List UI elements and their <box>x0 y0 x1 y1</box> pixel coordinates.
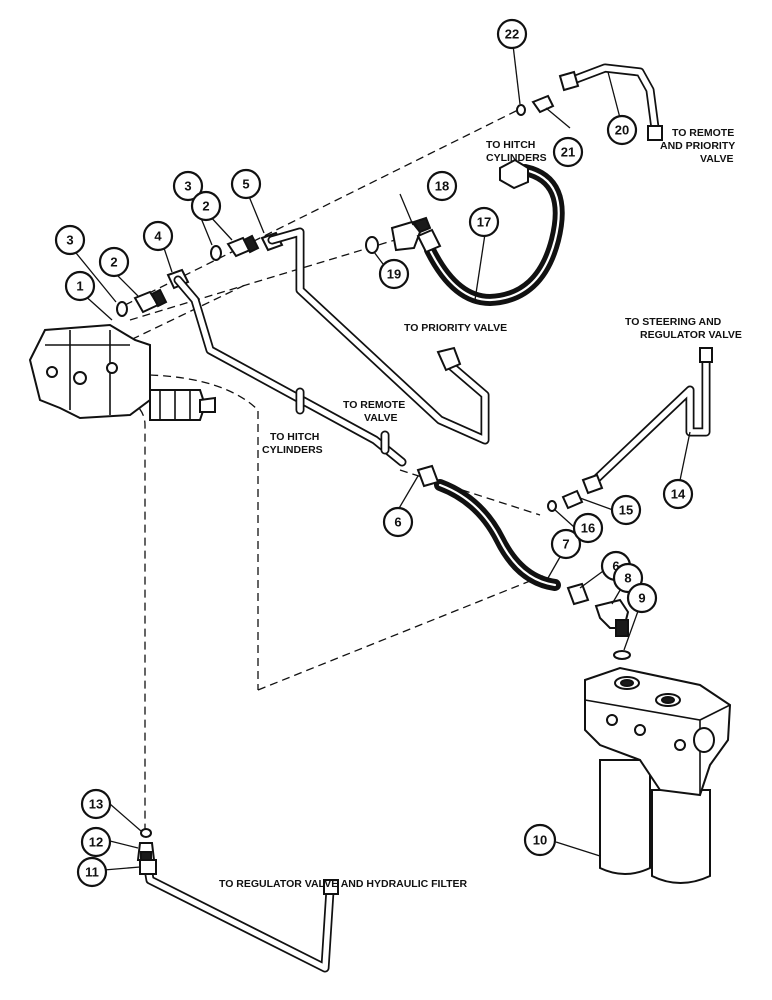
svg-text:13: 13 <box>89 797 103 812</box>
note-regulator-filter: TO REGULATOR VALVE AND HYDRAULIC FILTER <box>219 878 468 890</box>
svg-text:15: 15 <box>619 503 633 518</box>
callout-1: 1 <box>64 270 96 302</box>
callout-20: 20 <box>606 114 638 146</box>
svg-text:2: 2 <box>110 255 117 270</box>
callout-5: 5 <box>230 168 262 200</box>
svg-text:18: 18 <box>435 179 449 194</box>
svg-text:6: 6 <box>612 559 619 574</box>
callout-13: 13 <box>80 788 112 820</box>
callout-15: 15 <box>610 494 642 526</box>
svg-text:16: 16 <box>581 521 595 536</box>
callout-16: 16 <box>572 512 604 544</box>
svg-text:11: 11 <box>85 865 99 880</box>
svg-text:10: 10 <box>533 833 547 848</box>
note-hitch-cylinders-mid: TO HITCH <box>270 431 319 443</box>
svg-text:9: 9 <box>638 591 645 606</box>
svg-text:14: 14 <box>671 487 686 502</box>
control-valve-block <box>28 323 216 421</box>
callout-7: 7 <box>550 528 582 560</box>
svg-text:5: 5 <box>242 177 249 192</box>
svg-text:17: 17 <box>477 215 491 230</box>
callout-2-right: 2 <box>190 190 222 222</box>
hoses <box>416 158 631 660</box>
callout-21: 21 <box>552 136 584 168</box>
callout-11: 11 <box>76 856 108 888</box>
destination-notes: TO REMOTE AND PRIORITY VALVE TO HITCH CY… <box>219 127 742 890</box>
note-priority-valve: TO PRIORITY VALVE <box>404 322 507 334</box>
callout-3-left: 3 <box>54 224 86 256</box>
note-remote-priority: AND PRIORITY <box>660 140 735 152</box>
callout-17: 17 <box>468 206 500 238</box>
svg-text:7: 7 <box>562 537 569 552</box>
svg-text:20: 20 <box>615 123 629 138</box>
callouts: 1 2 3 4 3 2 5 6 7 6 8 9 10 11 12 13 14 1… <box>54 18 694 888</box>
tubes <box>139 63 713 973</box>
note-hitch-cylinders-mid: CYLINDERS <box>262 444 323 456</box>
hydraulic-filter-assembly <box>584 666 732 884</box>
note-hitch-cylinders-top: TO HITCH <box>486 139 535 151</box>
svg-text:6: 6 <box>394 515 401 530</box>
note-remote-valve: TO REMOTE <box>343 399 405 411</box>
svg-text:1: 1 <box>76 279 83 294</box>
callout-18: 18 <box>426 170 458 202</box>
note-remote-valve: VALVE <box>364 412 397 424</box>
note-steering-regulator: TO STEERING AND <box>625 316 722 328</box>
callout-22: 22 <box>496 18 528 50</box>
note-remote-priority: VALVE <box>700 153 733 165</box>
note-steering-regulator: REGULATOR VALVE <box>640 329 742 341</box>
svg-text:8: 8 <box>624 571 631 586</box>
svg-text:2: 2 <box>202 199 209 214</box>
callout-6-upper: 6 <box>382 506 414 538</box>
callout-9: 9 <box>626 582 658 614</box>
callout-3-right: 3 <box>172 170 204 202</box>
fittings <box>116 94 584 861</box>
callout-19: 19 <box>378 258 410 290</box>
note-hitch-cylinders-top: CYLINDERS <box>486 152 547 164</box>
note-remote-priority: TO REMOTE <box>672 127 734 139</box>
callout-12: 12 <box>80 826 112 858</box>
callout-4: 4 <box>142 220 174 252</box>
callout-14: 14 <box>662 478 694 510</box>
callout-2-left: 2 <box>98 246 130 278</box>
svg-text:12: 12 <box>89 835 103 850</box>
svg-text:4: 4 <box>154 229 162 244</box>
svg-text:21: 21 <box>561 145 575 160</box>
svg-text:3: 3 <box>66 233 73 248</box>
svg-text:22: 22 <box>505 27 519 42</box>
svg-text:19: 19 <box>387 267 401 282</box>
callout-10: 10 <box>523 823 557 857</box>
leader-lines <box>71 44 691 871</box>
svg-text:3: 3 <box>184 179 191 194</box>
